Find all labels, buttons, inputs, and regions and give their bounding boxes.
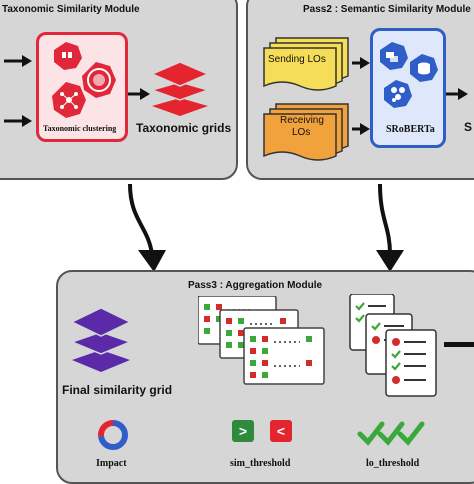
aggregation-output-arrow bbox=[444, 342, 474, 347]
sending-to-model-arrow bbox=[352, 57, 370, 69]
lo-threshold-checkmarks-icon bbox=[357, 421, 425, 446]
lo-checklist-documents bbox=[349, 294, 437, 397]
greater-than-icon: > bbox=[232, 420, 254, 442]
sending-los-label: Sending LOs bbox=[268, 54, 326, 65]
impact-donut-icon bbox=[98, 420, 128, 450]
impact-label: Impact bbox=[96, 458, 127, 469]
receiving-to-model-arrow bbox=[352, 123, 370, 135]
sending-los-doc-stack bbox=[263, 37, 349, 91]
aggregation-module-title: Pass3 : Aggregation Module bbox=[188, 280, 323, 291]
receiving-los-doc-stack bbox=[263, 103, 349, 161]
lo-threshold-label: lo_threshold bbox=[366, 458, 420, 469]
receiving-los-label-line1: Receiving bbox=[280, 115, 324, 126]
taxonomic-clustering-label: Taxonomic clustering bbox=[43, 124, 117, 133]
pass2-to-pass3-curved-arrow bbox=[376, 183, 404, 272]
model-output-arrow bbox=[446, 88, 468, 100]
taxonomic-grids-stack-icon bbox=[149, 61, 211, 116]
less-than-icon: < bbox=[270, 420, 292, 442]
clustering-to-grids-arrow bbox=[128, 88, 150, 100]
sroberta-model-icon bbox=[380, 42, 438, 108]
receiving-los-label-line2: LOs bbox=[292, 127, 311, 138]
taxonomic-module-title: Taxonomic Similarity Module bbox=[2, 4, 140, 15]
sroberta-label: SRoBERTa bbox=[386, 124, 435, 135]
final-similarity-grid-label: Final similarity grid bbox=[62, 383, 173, 397]
input-arrow-bottom bbox=[4, 115, 32, 127]
taxonomic-clustering-icon bbox=[52, 42, 116, 118]
aggregated-grid-matrices bbox=[198, 296, 325, 385]
final-similarity-grid-stack-icon bbox=[69, 307, 133, 372]
pass1-to-pass3-curved-arrow bbox=[128, 183, 166, 272]
sim-threshold-label: sim_threshold bbox=[230, 458, 291, 469]
input-arrow-top bbox=[4, 55, 32, 67]
taxonomic-grids-label: Taxonomic grids bbox=[136, 121, 232, 135]
semantic-module-title: Pass2 : Semantic Similarity Module bbox=[303, 4, 471, 15]
model-output-cutoff-label: S bbox=[464, 120, 473, 134]
